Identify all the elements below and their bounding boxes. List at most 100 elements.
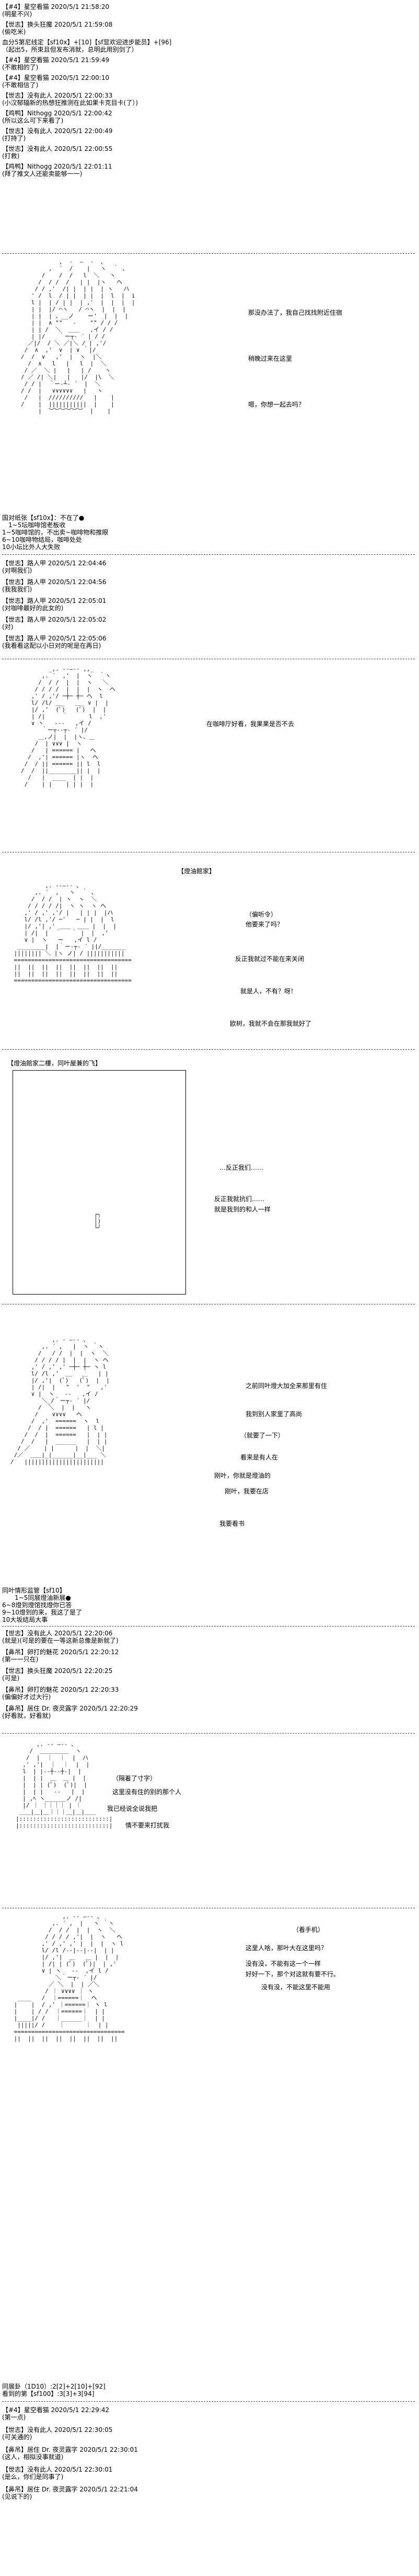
dialogue-line: 反正我就抗们…… xyxy=(214,1195,265,1203)
post-meta: 【鸡鸭】Nithogg 2020/5/1 22:00:42 xyxy=(2,110,112,117)
dialogue-line: 反正我就过不能在来关闭 xyxy=(235,955,305,963)
post-text: (不敢相的了) xyxy=(2,64,39,71)
dialogue-line: （隔着了寸字） xyxy=(112,1775,157,1782)
dice-line: 看到的第【sf100】:3[3]+3[94] xyxy=(2,2390,95,2397)
post-text: (好看就，好看就) xyxy=(2,1712,51,1719)
post-text: (是么，你们是同事了) xyxy=(2,2473,64,2480)
dice-roll-block: 同叶情形监管【sf10】 1~5同展燈油新展● 6~8燈到燈馆找燈你已答 9~1… xyxy=(2,1587,410,1623)
post-meta: 【世志】路人甲 2020/5/1 22:04:46 xyxy=(2,560,107,567)
post-text: (偷吃米) xyxy=(2,28,26,35)
post-meta: 【世志】换头狂魔 2020/5/1 21:59:08 xyxy=(2,21,113,28)
post-meta: 【世志】换头狂魔 2020/5/1 22:20:25 xyxy=(2,1667,113,1675)
dice-line: 10小坛比外人大失败 xyxy=(2,543,61,551)
post-text: (小汉郁辐新的热想狂推测在此如果卡克目卡(了）) xyxy=(2,99,138,106)
post-meta: 【世志】没有此人 2020/5/1 22:00:33 xyxy=(2,92,113,99)
door-frame xyxy=(13,1070,186,1295)
dice-note: （起出5，所束且但发布消就，总明此用别剑了） xyxy=(2,46,138,53)
post-meta: 【鼻吊】居住 Dr. 夜灵露字 2020/5/1 22:20:29 xyxy=(2,1705,138,1712)
post-text: (偏偏好才过大行) xyxy=(2,1693,51,1701)
dialogue-line: 没有没，不能有这一个一样 xyxy=(246,1960,321,1967)
ascii-art-character: ,. -‐―‐- 、 ,. ´ , ヽ ｀ 、 / / / | ヽ ヽ ＼ / … xyxy=(14,882,132,984)
dialogue-line: 我已经说全说我把 xyxy=(107,1805,158,1812)
post-meta: 【鸡鸭】Nithogg 2020/5/1 22:01:11 xyxy=(2,163,112,170)
ascii-art-character: ,. ‐ ―‐- 、 ,. ´ , | ヽ ｀ヽ / / / | | ヽ ＼ /… xyxy=(10,1336,110,1465)
post-meta: 【#4】星空看猫 2020/5/1 21:58:20 xyxy=(2,3,110,10)
dialogue-line: 欧树，我就不会在那我就好了 xyxy=(230,1020,312,1027)
dialogue-line: 就是我到的和人一样 xyxy=(214,1206,271,1213)
dialogue-line: 刚叶，你就是燈油的 xyxy=(214,1472,271,1479)
ascii-art-character: ,. -‐ ―‐- 、 ,. ´ , | ヽ ｀ヽ / / / | | ヽ ＼ … xyxy=(14,1913,125,2042)
post-meta: 【鼻吊】卵打的魅花 2020/5/1 22:20:33 xyxy=(2,1686,119,1693)
post-text: (所以这么可下来看了) xyxy=(2,117,64,124)
separator xyxy=(2,1733,415,1734)
post-meta: 【鼻吊】卵打的魅花 2020/5/1 22:20:12 xyxy=(2,1648,119,1656)
post-text: (拜了推文人还能卖能够一一) xyxy=(2,170,83,177)
dice-line: 同展卦（1D10）:2[2]+2[10]+[92] xyxy=(2,2383,106,2390)
post-meta: 【#4】星空看猫 2020/5/1 21:59:49 xyxy=(2,56,110,64)
dialogue-line: 就是人，不有？呀！ xyxy=(240,988,297,995)
dialogue-line: 刚叶，我要在店 xyxy=(225,1488,269,1495)
post-text: (对啊我们) xyxy=(2,567,32,574)
post-text: (这人，相拟没事就道) xyxy=(2,2453,64,2461)
post-text: (可是) xyxy=(2,1675,20,1682)
section-title: 【燈油館家】 xyxy=(178,868,216,875)
post-text: (对) xyxy=(2,623,14,631)
dialogue-line: …反正我们…… xyxy=(219,1164,264,1171)
dialogue-line: （就要了一下） xyxy=(240,1432,285,1439)
post-list-top: 【#4】星空看猫 2020/5/1 21:58:20 (明星不兴) 【世志】换头… xyxy=(2,3,410,177)
dice-line: 1~5同展燈油新展● xyxy=(2,1594,71,1601)
post-meta: 【世志】路人甲 2020/5/1 22:05:06 xyxy=(2,635,107,642)
dialogue-line: 这里没有住的别的那个人 xyxy=(112,1788,182,1796)
dialogue-line: 嗯，你想一起去吗？ xyxy=(248,401,305,408)
post-text: (明星不兴) xyxy=(2,10,32,18)
separator xyxy=(2,1049,415,1050)
dialogue-line: 情不要来打扰我 xyxy=(125,1822,170,1829)
dice-line: 6~8燈到燈馆找燈你已答 xyxy=(2,1601,72,1609)
section-title: 【燈油館家二樓，同叶屋兼的飞】 xyxy=(7,1060,102,1067)
dice-line: 国对纸张【sf10x】：不在了● xyxy=(2,514,85,521)
dice-line: 10大坂结局大事 xyxy=(2,1616,48,1623)
separator xyxy=(2,253,415,254)
post-meta: 【鼻吊】居住 Dr. 夜灵露字 2020/5/1 22:30:01 xyxy=(2,2446,138,2453)
post-meta: 【#4】星空看猫 2020/5/1 22:29:42 xyxy=(2,2406,110,2414)
dialogue-line: 看来是有人在 xyxy=(240,1454,278,1461)
post-meta: 【世志】没有此人 2020/5/1 22:00:49 xyxy=(2,127,113,135)
dice-line: 9~10燈到的来，我这了是了 xyxy=(2,1609,82,1616)
post-text: (我我我们) xyxy=(2,586,32,593)
dialogue-line: 那没办法了，我自己找找附近住宿 xyxy=(248,309,343,316)
post-meta: 【世志】路人甲 2020/5/1 22:05:02 xyxy=(2,616,107,623)
dialogue-line: 在咖啡厅好看，我果果是否不去 xyxy=(206,720,295,728)
dice-roll-block: 同展卦（1D10）:2[2]+2[10]+[92] 看到的第【sf100】:3[… xyxy=(2,2383,410,2397)
post-list-mid1: 【世志】路人甲 2020/5/1 22:04:46 (对啊我们) 【世志】路人甲… xyxy=(2,560,410,649)
post-text: (可关通的) xyxy=(2,2433,32,2441)
post-text: (就是)(可是的要在一等这新总像是新就了) xyxy=(2,1637,119,1644)
dice-line: 1~5坛咖啡馆老板收 xyxy=(2,521,66,529)
dialogue-line: 之前同叶燈大加全来那里有住 xyxy=(246,1382,328,1390)
separator xyxy=(2,2401,415,2402)
post-text: (打持了) xyxy=(2,135,26,142)
separator xyxy=(2,554,415,555)
dialogue-line: 好好一下，那个对这就有要不行。 xyxy=(246,1970,340,1978)
dialogue-line: 我到别人家里了高尚 xyxy=(246,1410,302,1418)
post-text: (对咖啡最好的此女的) xyxy=(2,604,64,612)
post-meta: 【鼻吊】居住 Dr. 夜灵露字 2020/5/1 22:21:04 xyxy=(2,2486,138,2493)
dice-line: 6~10咖啡物结局，咖啡处处 xyxy=(2,536,82,543)
dice-roll-block: 国对纸张【sf10x】：不在了● 1~5坛咖啡馆老板收 1~5咖啡馆的，不出卖~… xyxy=(2,514,410,551)
post-text: (我看看这配以小日对的呢是在再日) xyxy=(2,642,101,649)
dialogue-line: （偏听令） xyxy=(246,911,277,918)
dialogue-line: 没有没，不能这里不能用 xyxy=(261,1984,331,1991)
post-text: (第一点) xyxy=(2,2414,26,2421)
post-meta: 【世志】没有此人 2020/5/1 22:20:06 xyxy=(2,1630,113,1637)
dialogue-line: 这里人啥，那叶大在这里吗？ xyxy=(246,1944,328,1952)
ascii-art-character: ,. -‐ ―‐- 、 / ＿＿＿＿＿ ヽ / | ｜ ｜ | ハ ,' ,'|… xyxy=(16,1741,113,1829)
post-text: (不敢相信了) xyxy=(2,81,39,89)
separator xyxy=(2,1626,415,1627)
post-meta: 【世志】没有此人 2020/5/1 22:30:01 xyxy=(2,2466,113,2473)
dialogue-line: （看手机） xyxy=(293,1926,324,1933)
dice-line: 1~5咖啡馆的，不出卖~咖啡物和推眼 xyxy=(2,529,109,536)
post-text: (打救) xyxy=(2,152,20,160)
post-meta: 【世志】没有此人 2020/5/1 22:30:05 xyxy=(2,2426,113,2433)
post-list-bottom: 【#4】星空看猫 2020/5/1 22:29:42 (第一点) 【世志】没有此… xyxy=(2,2406,410,2500)
post-text: (第一一只在) xyxy=(2,1656,39,1663)
